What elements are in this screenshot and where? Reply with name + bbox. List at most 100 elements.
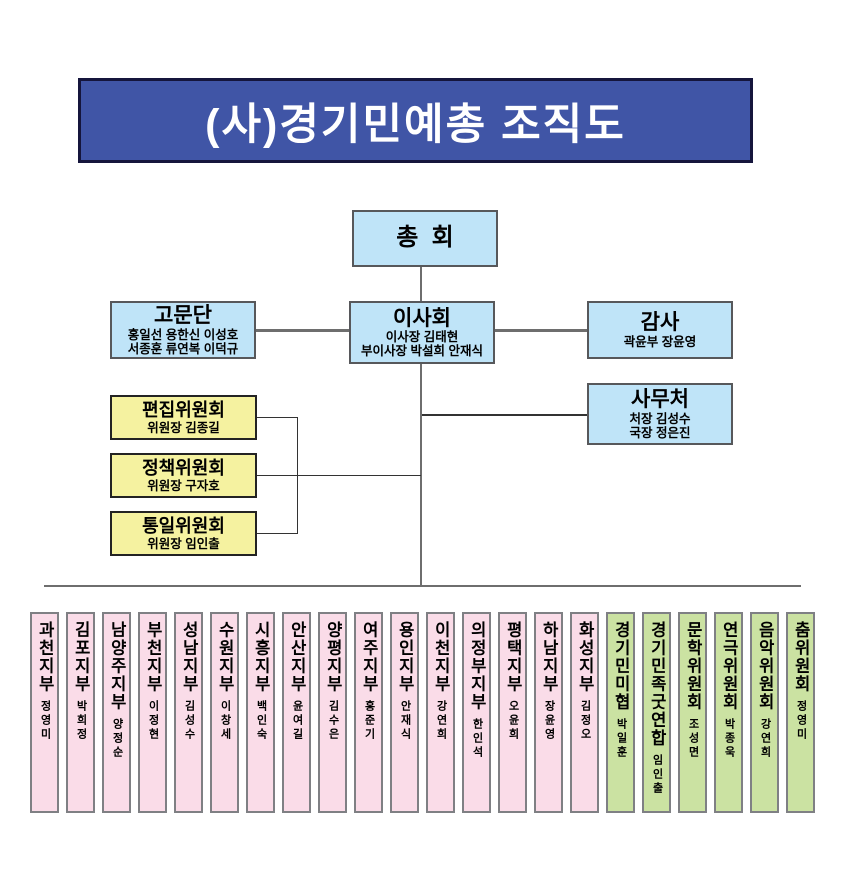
general-assembly-box: 총 회 [352, 210, 498, 267]
branch-title: 연극위원회 [719, 621, 738, 711]
branch-leader-name: 백인숙 [255, 700, 267, 742]
branch-leader-name: 박종욱 [723, 718, 735, 760]
unification-committee-chair: 위원장 임인출 [147, 536, 220, 551]
branch-title: 용인지부 [395, 621, 414, 693]
connector-branch-bus [44, 585, 801, 587]
auditors-title: 감사 [640, 311, 680, 335]
editorial-committee-title: 편집위원회 [142, 400, 225, 421]
branch-leader-name: 정영미 [39, 700, 51, 742]
branch-title: 안산지부 [287, 621, 306, 693]
branch-title: 남양주지부 [107, 621, 126, 711]
unification-committee-box: 통일위원회 위원장 임인출 [110, 511, 257, 556]
auditors-members-line: 곽윤부 장윤영 [623, 334, 697, 349]
connector-committee-1 [257, 417, 298, 418]
branch-title: 문학위원회 [683, 621, 702, 711]
policy-committee-title: 정책위원회 [142, 458, 225, 479]
branch-leader-name: 조성면 [687, 718, 699, 760]
branch-leader-name: 장윤영 [543, 700, 555, 742]
branch-leader-name: 한인석 [471, 718, 483, 760]
branch-leader-name: 윤여길 [291, 700, 303, 742]
advisors-members-line2: 서종훈 류연복 이덕규 [127, 341, 239, 356]
branch-title: 평택지부 [503, 621, 522, 693]
branch-title: 경기민족굿연합 [647, 621, 666, 747]
branch-title: 여주지부 [359, 621, 378, 693]
branch-leader-name: 임인출 [651, 754, 663, 796]
branch-leader-name: 양정순 [111, 718, 123, 760]
branch-leader-name: 안재식 [399, 700, 411, 742]
connector-committee-3 [257, 533, 298, 534]
auditors-box: 감사 곽윤부 장윤영 [587, 301, 733, 359]
advisors-box: 고문단 홍일선 용한신 이성호 서종훈 류연복 이덕규 [110, 301, 256, 359]
branch-leader-name: 이정현 [147, 700, 159, 742]
office-box: 사무처 처장 김성수 국장 정은진 [587, 383, 733, 445]
board-box: 이사회 이사장 김태현 부이사장 박설희 안재식 [349, 301, 495, 364]
editorial-committee-chair: 위원장 김종길 [147, 420, 220, 435]
editorial-committee-box: 편집위원회 위원장 김종길 [110, 395, 257, 440]
branch-title: 의정부지부 [467, 621, 486, 711]
branch-leader-name: 김수은 [327, 700, 339, 742]
branch-leader-name: 정영미 [795, 700, 807, 742]
advisors-members-line1: 홍일선 용한신 이성호 [127, 327, 239, 342]
board-title: 이사회 [393, 306, 451, 330]
branch-title: 이천지부 [431, 621, 450, 693]
board-chair-line: 이사장 김태현 [385, 330, 459, 345]
branch-leader-name: 홍준기 [363, 700, 375, 742]
policy-committee-box: 정책위원회 위원장 구자호 [110, 453, 257, 498]
branch-leader-name: 박희정 [75, 700, 87, 742]
branch-title: 화성지부 [575, 621, 594, 693]
general-assembly-label: 총 회 [396, 224, 454, 252]
connector-advisors-board [256, 329, 349, 332]
branch-leader-name: 김정오 [579, 700, 591, 742]
branch-title: 양평지부 [323, 621, 342, 693]
branch-title: 성남지부 [179, 621, 198, 693]
policy-committee-chair: 위원장 구자호 [147, 478, 220, 493]
office-head-line: 처장 김성수 [629, 411, 691, 426]
branch-title: 부천지부 [143, 621, 162, 693]
office-director-line: 국장 정은진 [629, 425, 691, 440]
branch-leader-name: 강연희 [435, 700, 447, 742]
office-title: 사무처 [631, 388, 689, 412]
branch-title: 과천지부 [35, 621, 54, 693]
branch-title: 음악위원회 [755, 621, 774, 711]
connector-office [422, 414, 587, 416]
branch-title: 춤위원회 [791, 621, 810, 693]
branch-leader-name: 박일훈 [615, 718, 627, 760]
page-title: (사)경기민예총 조직도 [78, 78, 753, 163]
branch-title: 수원지부 [215, 621, 234, 693]
branch-title: 경기민미협 [611, 621, 630, 711]
branch-leader-name: 오윤희 [507, 700, 519, 742]
connector-board-auditors [495, 329, 587, 332]
advisors-title: 고문단 [154, 304, 212, 328]
branch-leader-name: 김성수 [183, 700, 195, 742]
branch-title: 하남지부 [539, 621, 558, 693]
unification-committee-title: 통일위원회 [142, 516, 225, 537]
branch-leader-name: 이창세 [219, 700, 231, 742]
branch-title: 김포지부 [71, 621, 90, 693]
connector-assembly-board [420, 267, 422, 301]
connector-committee-2 [257, 475, 421, 476]
branch-title: 시흥지부 [251, 621, 270, 693]
board-vicechair-line: 부이사장 박설희 안재식 [361, 344, 483, 359]
